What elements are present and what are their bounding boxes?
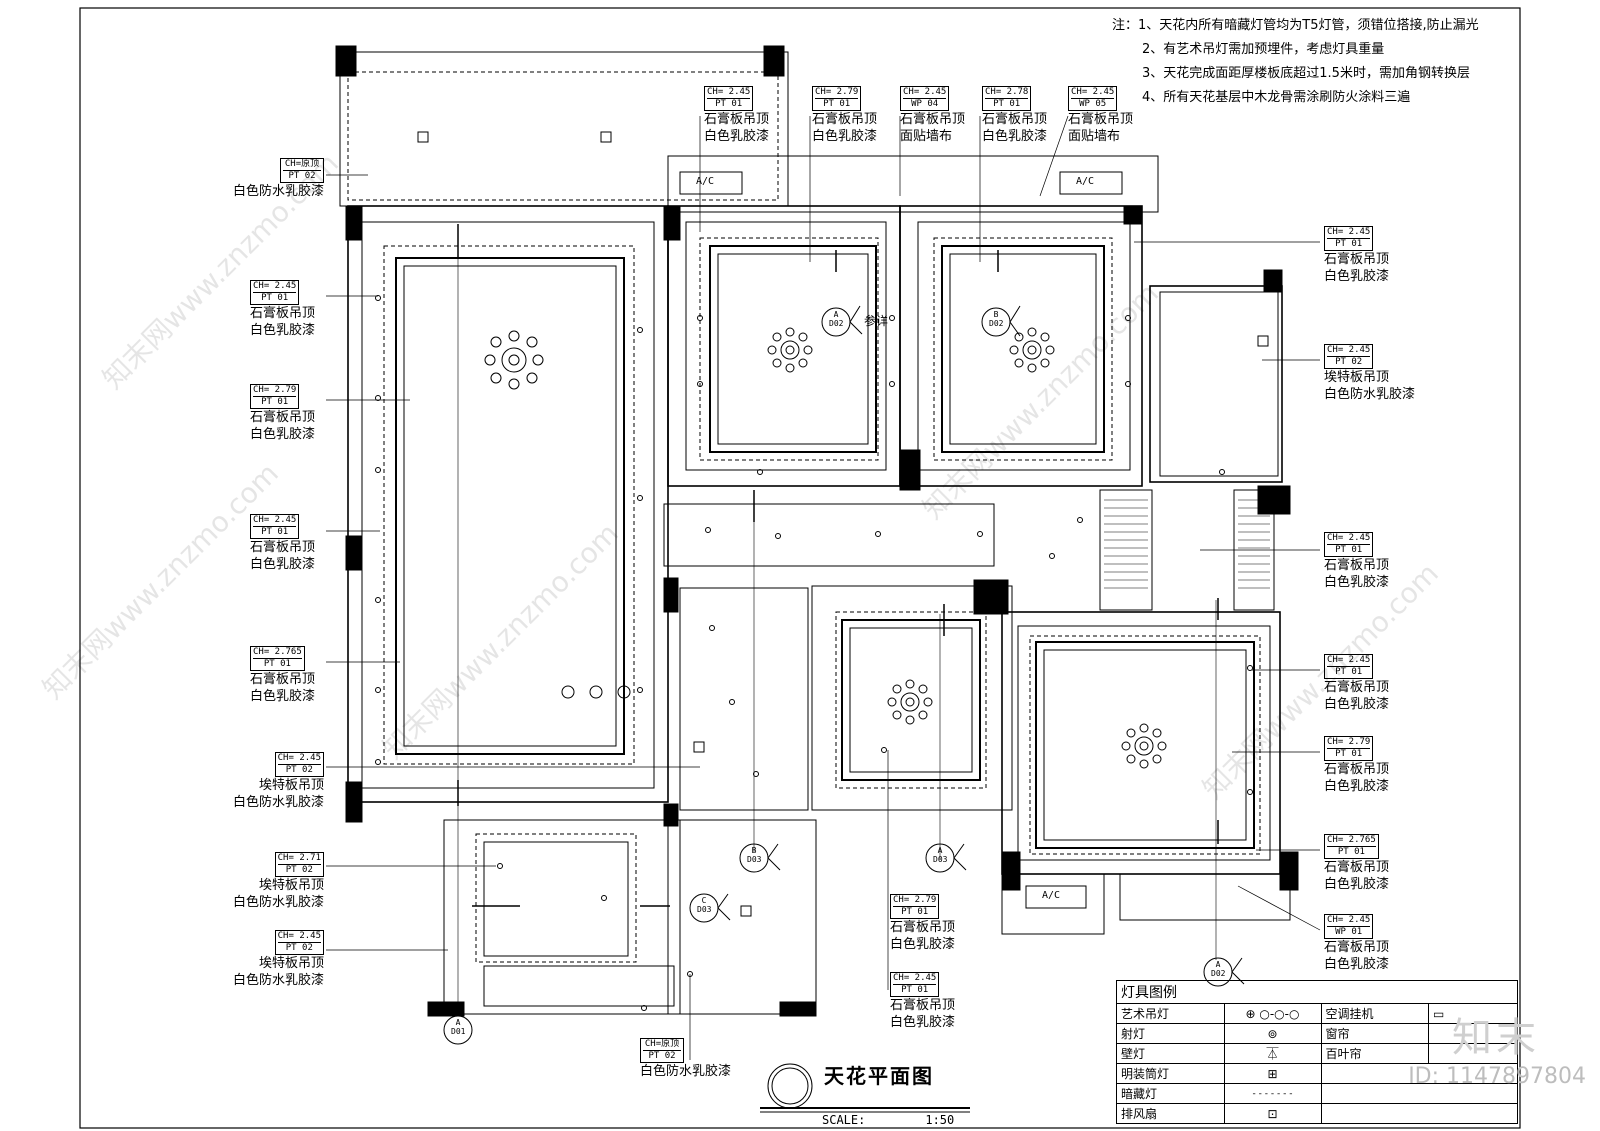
detail-reference-note: 参详 xyxy=(864,314,889,328)
note-3: 3、天花完成面距厚楼板底超过1.5米时，需加角钢转换层 xyxy=(1142,66,1470,81)
ac-label-1: A/C xyxy=(696,176,715,187)
legend-row-name: 窗帘 xyxy=(1320,1023,1429,1044)
scale-label: SCALE:1:50 xyxy=(822,1113,955,1127)
note-4: 4、所有天花基层中木龙骨需涂刷防火涂料三遍 xyxy=(1142,90,1411,105)
wall-lamp-icon: ⏄ xyxy=(1223,1043,1322,1064)
general-notes: 注：1、天花内所有暗藏灯管均为T5灯管，须错位搭接,防止漏光 2、有艺术吊灯需加… xyxy=(1112,14,1479,110)
spotlight-icon: ⊚ xyxy=(1223,1023,1322,1044)
surface-downlight-icon: ⊞ xyxy=(1223,1063,1322,1084)
legend-empty-cell xyxy=(1320,1103,1518,1124)
ac-label-2: A/C xyxy=(1076,176,1095,187)
legend-row-name: 艺术吊灯 xyxy=(1116,1003,1225,1024)
exhaust-fan-icon: ⊡ xyxy=(1223,1103,1322,1124)
legend-row-name: 壁灯 xyxy=(1116,1043,1225,1064)
hidden-light-icon: - - - - - - - xyxy=(1223,1083,1322,1104)
legend-row-name: 空调挂机 xyxy=(1320,1003,1429,1024)
ac-label-3: A/C xyxy=(1042,890,1061,901)
legend-row-name: 百叶帘 xyxy=(1320,1043,1429,1064)
note-1: 注：1、天花内所有暗藏灯管均为T5灯管，须错位搭接,防止漏光 xyxy=(1112,18,1479,33)
scale-value: 1:50 xyxy=(925,1113,955,1127)
legend-row-name: 暗藏灯 xyxy=(1116,1083,1225,1104)
legend-row-name: 明装筒灯 xyxy=(1116,1063,1225,1084)
drawing-title: 天花平面图 xyxy=(824,1064,934,1088)
legend-row-name: 排风扇 xyxy=(1116,1103,1225,1124)
legend-row-name: 射灯 xyxy=(1116,1023,1225,1044)
legend-title: 灯具图例 xyxy=(1116,980,1518,1004)
chandelier-icon: ⊕ ○-○-○ xyxy=(1223,1003,1322,1024)
note-2: 2、有艺术吊灯需加预埋件，考虑灯具重量 xyxy=(1142,42,1385,57)
asset-id: ID: 1147897804 xyxy=(1408,1064,1586,1089)
brand-logo: 知末 xyxy=(1452,1015,1540,1061)
fixture-legend: 灯具图例 艺术吊灯 ⊕ ○-○-○ 空调挂机 ▭ 射灯 ⊚ 窗帘 壁灯 ⏄ 百叶… xyxy=(1116,980,1518,1128)
